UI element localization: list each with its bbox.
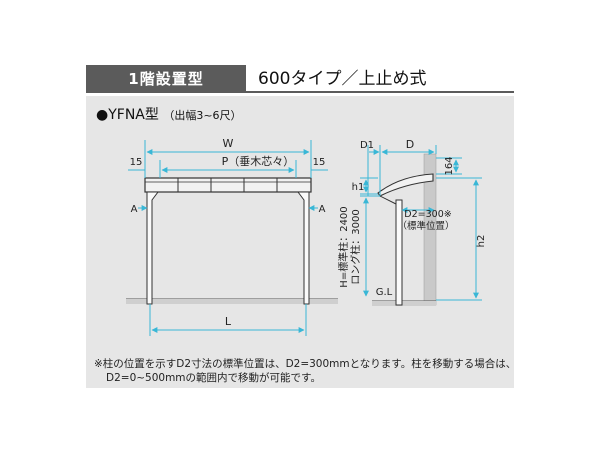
model-range: （出幅3~6尺）	[163, 109, 242, 122]
h-label-2: ロング柱：3000	[349, 209, 362, 284]
side-roof	[377, 173, 434, 197]
a-right-label: A	[319, 204, 326, 215]
front-post-right	[297, 191, 310, 305]
front-ground-hatch	[126, 299, 338, 304]
w-label: W	[223, 137, 234, 150]
model-name: ●YFNA型	[96, 107, 159, 123]
h-label: H=標準柱：2400	[337, 206, 350, 287]
footnote-line-1: ※柱の位置を示すD2寸法の標準位置は、D2=300mmとなります。柱を移動する場…	[94, 358, 517, 370]
d-label: D	[406, 138, 414, 151]
header-rule	[86, 91, 514, 93]
side-view: D1 D 164 h1 D2=300※ （標準位置） H=標準柱：2400 ロン…	[337, 138, 487, 306]
side-post	[395, 199, 403, 306]
front-roof	[144, 177, 312, 193]
dim-164-label: 164	[444, 156, 455, 175]
a-left-label: A	[131, 204, 138, 215]
d2-label: D2=300※	[404, 209, 451, 220]
d2-sub-label: （標準位置）	[397, 220, 454, 232]
footnote-line-2: D2=0~500mmの範囲内で移動が可能です。	[106, 372, 321, 384]
right-offset-label: 15	[313, 157, 326, 168]
h2-label: h2	[476, 235, 487, 248]
h1-label: h1	[352, 182, 365, 193]
front-rafters	[177, 178, 278, 192]
d1-label: D1	[360, 140, 374, 151]
p-label: P（垂木芯々）	[222, 154, 295, 168]
gl-label: G.L	[376, 287, 393, 298]
header-subtitle: 600タイプ／上止め式	[258, 69, 427, 89]
model-title: ●YFNA型 （出幅3~6尺）	[96, 104, 242, 124]
drawing-panel	[86, 96, 514, 388]
left-offset-label: 15	[130, 157, 143, 168]
front-view: W P（垂木芯々） 15 15 A A L	[126, 137, 338, 336]
front-post-left	[146, 191, 159, 305]
l-label: L	[225, 315, 232, 328]
header-tab: 1階設置型	[86, 65, 246, 91]
